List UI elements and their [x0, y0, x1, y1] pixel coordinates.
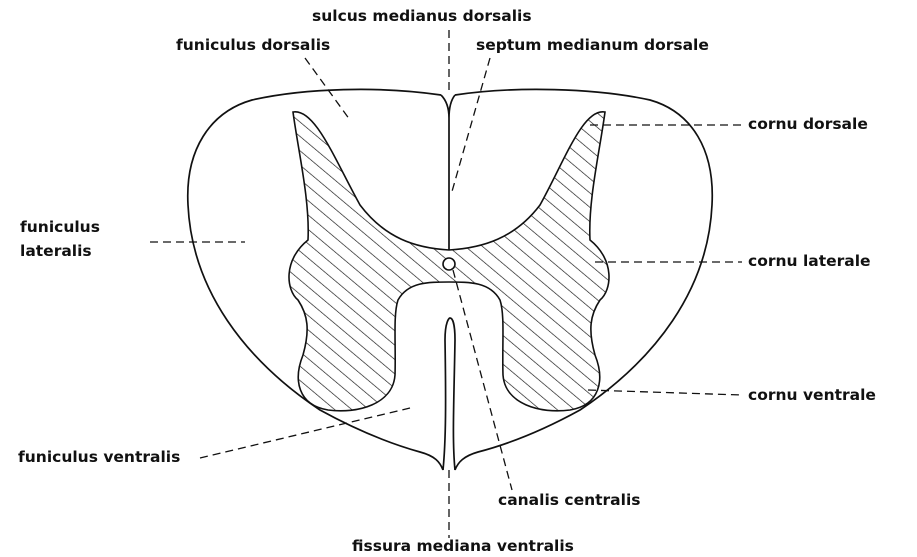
label-funiculus-lateralis-line1: funiculus: [20, 218, 100, 238]
label-funiculus-dorsalis: funiculus dorsalis: [176, 36, 330, 56]
label-funiculus-lateralis-line2: lateralis: [20, 242, 92, 262]
ventral-median-fissure: [443, 318, 455, 470]
central-canal: [443, 258, 455, 270]
label-cornu-laterale: cornu laterale: [748, 252, 871, 272]
label-funiculus-ventralis: funiculus ventralis: [18, 448, 180, 468]
label-cornu-dorsale: cornu dorsale: [748, 115, 868, 135]
label-cornu-ventrale: cornu ventrale: [748, 386, 876, 406]
label-fissura-mediana-ventralis: fissura mediana ventralis: [352, 537, 574, 557]
label-septum-medianum-dorsale: septum medianum dorsale: [476, 36, 709, 56]
label-sulcus-medianus-dorsalis: sulcus medianus dorsalis: [312, 7, 532, 27]
leader-septum-medianum-dorsale: [451, 58, 490, 195]
leader-cornu-ventrale: [588, 390, 742, 395]
label-canalis-centralis: canalis centralis: [498, 491, 641, 511]
dorsal-median-septum: [441, 95, 455, 250]
leader-funiculus-ventralis: [200, 408, 410, 458]
